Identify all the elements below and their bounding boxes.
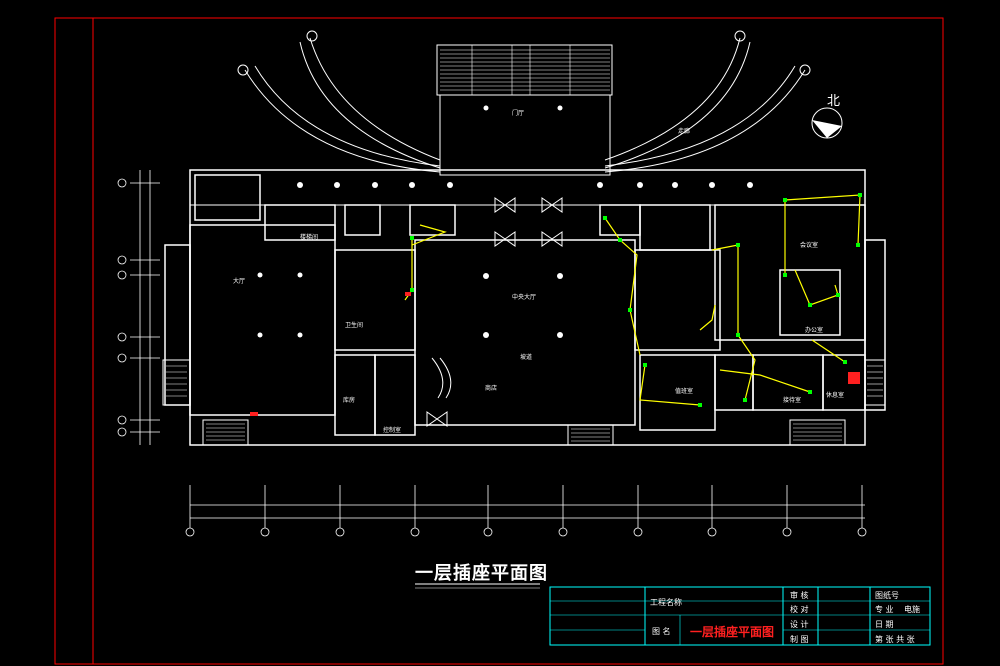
north-arrow: [811, 107, 843, 139]
building-walls: [164, 169, 886, 446]
entrance-steps: [436, 44, 613, 176]
room-shop: 商店: [485, 385, 498, 392]
room-corridor: 走廊: [678, 128, 691, 135]
room-meeting: 会议室: [800, 242, 819, 249]
inner-frame: [92, 17, 944, 665]
dimension-axis: [185, 485, 867, 537]
tb-r1c2: 图纸号: [875, 591, 899, 600]
drawing-title: 一层插座平面图: [415, 563, 548, 584]
room-storage: 库房: [343, 397, 356, 404]
tb-r3c2: 日 期: [875, 620, 894, 629]
distribution-panels: [250, 292, 860, 416]
room-duty: 值班室: [675, 388, 694, 395]
columns: [257, 105, 753, 338]
room-ramp: 坡道: [520, 354, 533, 361]
room-reception: 接待室: [783, 397, 802, 404]
title-block: [549, 586, 931, 646]
stairs: [162, 357, 886, 446]
room-stair-hall: 楼梯间: [300, 234, 319, 241]
tb-r4c2: 第 张 共 张: [875, 635, 915, 644]
room-control: 控制室: [383, 427, 402, 434]
room-main-hall: 大厅: [233, 278, 246, 285]
doors: [426, 197, 563, 427]
tb-r4c1: 制 图: [790, 635, 809, 644]
north-label: 北: [827, 94, 841, 109]
tb-r2c1: 校 对: [790, 605, 809, 614]
room-front: 门厅: [512, 110, 525, 117]
tb-project: 工程名称: [650, 598, 682, 607]
room-lobby: 中央大厅: [512, 294, 537, 301]
dimension-axis-left: [117, 170, 160, 445]
room-lounge: 休息室: [826, 392, 845, 399]
room-toilet: 卫生间: [345, 322, 364, 329]
front-canopy: [237, 30, 811, 173]
socket-devices: [410, 193, 862, 407]
tb-r2c3: 电施: [904, 605, 920, 614]
socket-wiring: [404, 194, 861, 406]
room-office-right: 办公室: [805, 327, 824, 334]
tb-drawing-name-label: 图 名: [652, 627, 671, 636]
tb-drawing-name: 一层插座平面图: [690, 625, 775, 639]
tb-r2c2: 专 业: [875, 605, 894, 614]
tb-r3c1: 设 计: [790, 620, 809, 629]
tb-r1c1: 审 核: [790, 591, 809, 600]
